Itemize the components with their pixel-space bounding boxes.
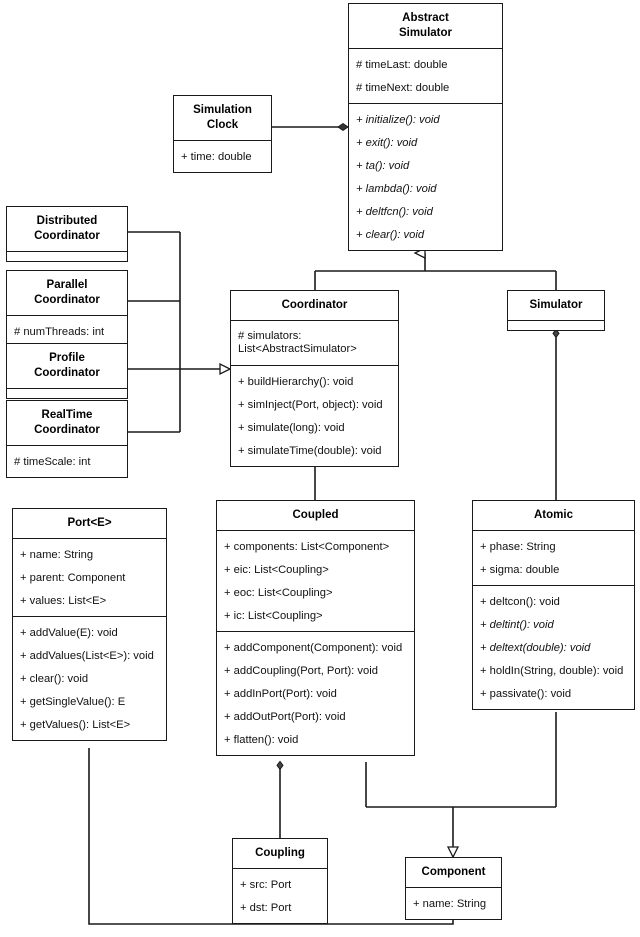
- class-name-distributed-coordinator: Distributed Coordinator: [34, 215, 100, 242]
- class-coupled[interactable]: Coupled + components: List<Component> + …: [216, 500, 415, 756]
- method-row: + passivate(): void: [480, 687, 572, 700]
- method-row: + deltext(double): void: [480, 641, 591, 654]
- attribute-row: + components: List<Component>: [224, 540, 390, 553]
- attributes-component: + name: String: [406, 887, 501, 919]
- class-name-coordinator: Coordinator: [281, 299, 348, 311]
- class-simulator[interactable]: Simulator: [507, 290, 605, 331]
- method-row: + holdIn(String, double): void: [480, 664, 624, 677]
- method-row: + deltint(): void: [480, 618, 554, 631]
- method-row: + clear(): void: [356, 228, 425, 241]
- methods-port: + addValue(E): void + addValues(List<E>)…: [13, 616, 166, 740]
- method-row: + addCoupling(Port, Port): void: [224, 664, 378, 677]
- attribute-row: + ic: List<Coupling>: [224, 609, 323, 622]
- attributes-abstract-simulator: # timeLast: double # timeNext: double: [349, 48, 502, 103]
- attributes-simulation-clock: + time: double: [174, 140, 271, 172]
- class-profile-coordinator[interactable]: Profile Coordinator: [6, 343, 128, 399]
- class-name-coupling: Coupling: [255, 847, 305, 859]
- method-row: + flatten(): void: [224, 733, 299, 746]
- class-realtime-coordinator[interactable]: RealTime Coordinator # timeScale: int: [6, 400, 128, 478]
- class-name-simulation-clock: Simulation Clock: [193, 104, 252, 131]
- class-name-simulator: Simulator: [529, 299, 583, 311]
- attribute-row: + values: List<E>: [20, 594, 107, 607]
- method-row: + addValues(List<E>): void: [20, 649, 154, 662]
- method-row: + getValues(): List<E>: [20, 718, 131, 731]
- class-name-component: Component: [421, 866, 486, 878]
- class-name-profile-coordinator: Profile Coordinator: [34, 352, 100, 379]
- attribute-row: # timeLast: double: [356, 58, 448, 71]
- method-row: + deltcon(): void: [480, 595, 560, 608]
- attributes-simulator: [508, 320, 604, 330]
- attribute-row: + phase: String: [480, 540, 556, 553]
- method-row: + addOutPort(Port): void: [224, 710, 346, 723]
- attribute-row: # timeScale: int: [14, 455, 91, 468]
- method-row: + buildHierarchy(): void: [238, 375, 354, 388]
- methods-coordinator: + buildHierarchy(): void + simInject(Por…: [231, 365, 398, 466]
- class-name-atomic: Atomic: [534, 509, 573, 521]
- methods-abstract-simulator: + initialize(): void + exit(): void + ta…: [349, 103, 502, 250]
- method-row: + clear(): void: [20, 672, 89, 685]
- class-port[interactable]: Port<E> + name: String + parent: Compone…: [12, 508, 167, 741]
- attribute-row: + parent: Component: [20, 571, 126, 584]
- attributes-profile-coordinator: [7, 388, 127, 398]
- method-row: + addValue(E): void: [20, 626, 118, 639]
- class-name-coupled: Coupled: [292, 509, 339, 521]
- attribute-row: + eoc: List<Coupling>: [224, 586, 333, 599]
- attribute-row: # timeNext: double: [356, 81, 450, 94]
- class-component[interactable]: Component + name: String: [405, 857, 502, 920]
- attribute-row: + name: String: [413, 897, 487, 910]
- methods-coupled: + addComponent(Component): void + addCou…: [217, 631, 414, 755]
- method-row: + exit(): void: [356, 136, 418, 149]
- class-name-parallel-coordinator: Parallel Coordinator: [34, 279, 100, 306]
- method-row: + getSingleValue(): E: [20, 695, 126, 708]
- class-atomic[interactable]: Atomic + phase: String + sigma: double +…: [472, 500, 635, 710]
- attribute-row: # numThreads: int: [14, 325, 105, 338]
- class-parallel-coordinator[interactable]: Parallel Coordinator # numThreads: int: [6, 270, 128, 348]
- attribute-row: + sigma: double: [480, 563, 560, 576]
- class-distributed-coordinator[interactable]: Distributed Coordinator: [6, 206, 128, 262]
- class-abstract-simulator[interactable]: Abstract Simulator # timeLast: double # …: [348, 3, 503, 251]
- method-row: + simulateTime(double): void: [238, 444, 382, 457]
- attributes-parallel-coordinator: # numThreads: int: [7, 315, 127, 347]
- method-row: + simInject(Port, object): void: [238, 398, 383, 411]
- attribute-row: + src: Port: [240, 878, 292, 891]
- attribute-row: + eic: List<Coupling>: [224, 563, 329, 576]
- method-row: + simulate(long): void: [238, 421, 345, 434]
- attributes-atomic: + phase: String + sigma: double: [473, 530, 634, 585]
- method-row: + lambda(): void: [356, 182, 437, 195]
- attributes-coupled: + components: List<Component> + eic: Lis…: [217, 530, 414, 631]
- attribute-row: + name: String: [20, 548, 94, 561]
- class-coordinator[interactable]: Coordinator # simulators: List<AbstractS…: [230, 290, 399, 467]
- class-simulation-clock[interactable]: Simulation Clock + time: double: [173, 95, 272, 173]
- class-coupling[interactable]: Coupling + src: Port + dst: Port: [232, 838, 328, 924]
- method-row: + deltfcn(): void: [356, 205, 433, 218]
- attributes-port: + name: String + parent: Component + val…: [13, 538, 166, 616]
- methods-atomic: + deltcon(): void + deltint(): void + de…: [473, 585, 634, 709]
- attributes-coordinator: # simulators: List<AbstractSimulator>: [231, 320, 398, 365]
- class-name-abstract-simulator: Abstract Simulator: [398, 12, 453, 39]
- class-name-realtime-coordinator: RealTime Coordinator: [34, 409, 100, 436]
- attributes-realtime-coordinator: # timeScale: int: [7, 445, 127, 477]
- method-row: + initialize(): void: [356, 113, 440, 126]
- attribute-row: # simulators: List<AbstractSimulator>: [238, 329, 357, 356]
- attributes-distributed-coordinator: [7, 251, 127, 261]
- attribute-row: + time: double: [181, 150, 252, 163]
- method-row: + addInPort(Port): void: [224, 687, 337, 700]
- attributes-coupling: + src: Port + dst: Port: [233, 868, 327, 923]
- class-name-port: Port<E>: [67, 517, 112, 529]
- attribute-row: + dst: Port: [240, 901, 292, 914]
- method-row: + ta(): void: [356, 159, 410, 172]
- method-row: + addComponent(Component): void: [224, 641, 403, 654]
